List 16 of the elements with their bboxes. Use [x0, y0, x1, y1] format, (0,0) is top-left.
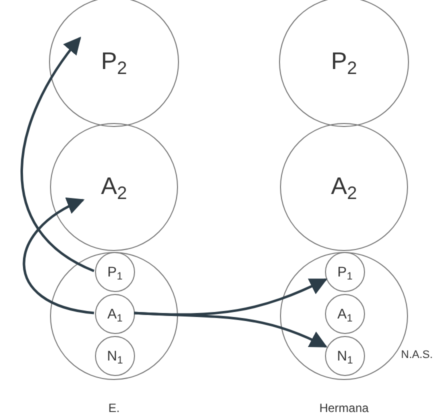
column-caption: Hermana	[319, 400, 369, 417]
circle-caption: N.A.S.	[401, 348, 433, 363]
ego-state-label: P$_{1}$	[337, 262, 353, 282]
curved-arrow	[20, 36, 95, 272]
column-caption: E.	[108, 400, 120, 417]
ego-state-label: A$_{1}$	[107, 304, 123, 324]
curved-arrow	[134, 312, 328, 348]
ego-state-label: N$_{1}$	[107, 346, 123, 366]
ego-state-label: N$_{1}$	[337, 346, 353, 366]
ego-state-label: A$_{2}$	[100, 172, 128, 204]
ego-state-label: P$_{2}$	[330, 47, 358, 80]
curved-arrow	[22, 198, 94, 314]
ego-state-label: P$_{2}$	[100, 47, 128, 80]
ego-state-label: P$_{1}$	[107, 262, 123, 282]
ego-state-label: A$_{1}$	[337, 304, 353, 324]
ego-state-label: A$_{2}$	[330, 172, 358, 204]
